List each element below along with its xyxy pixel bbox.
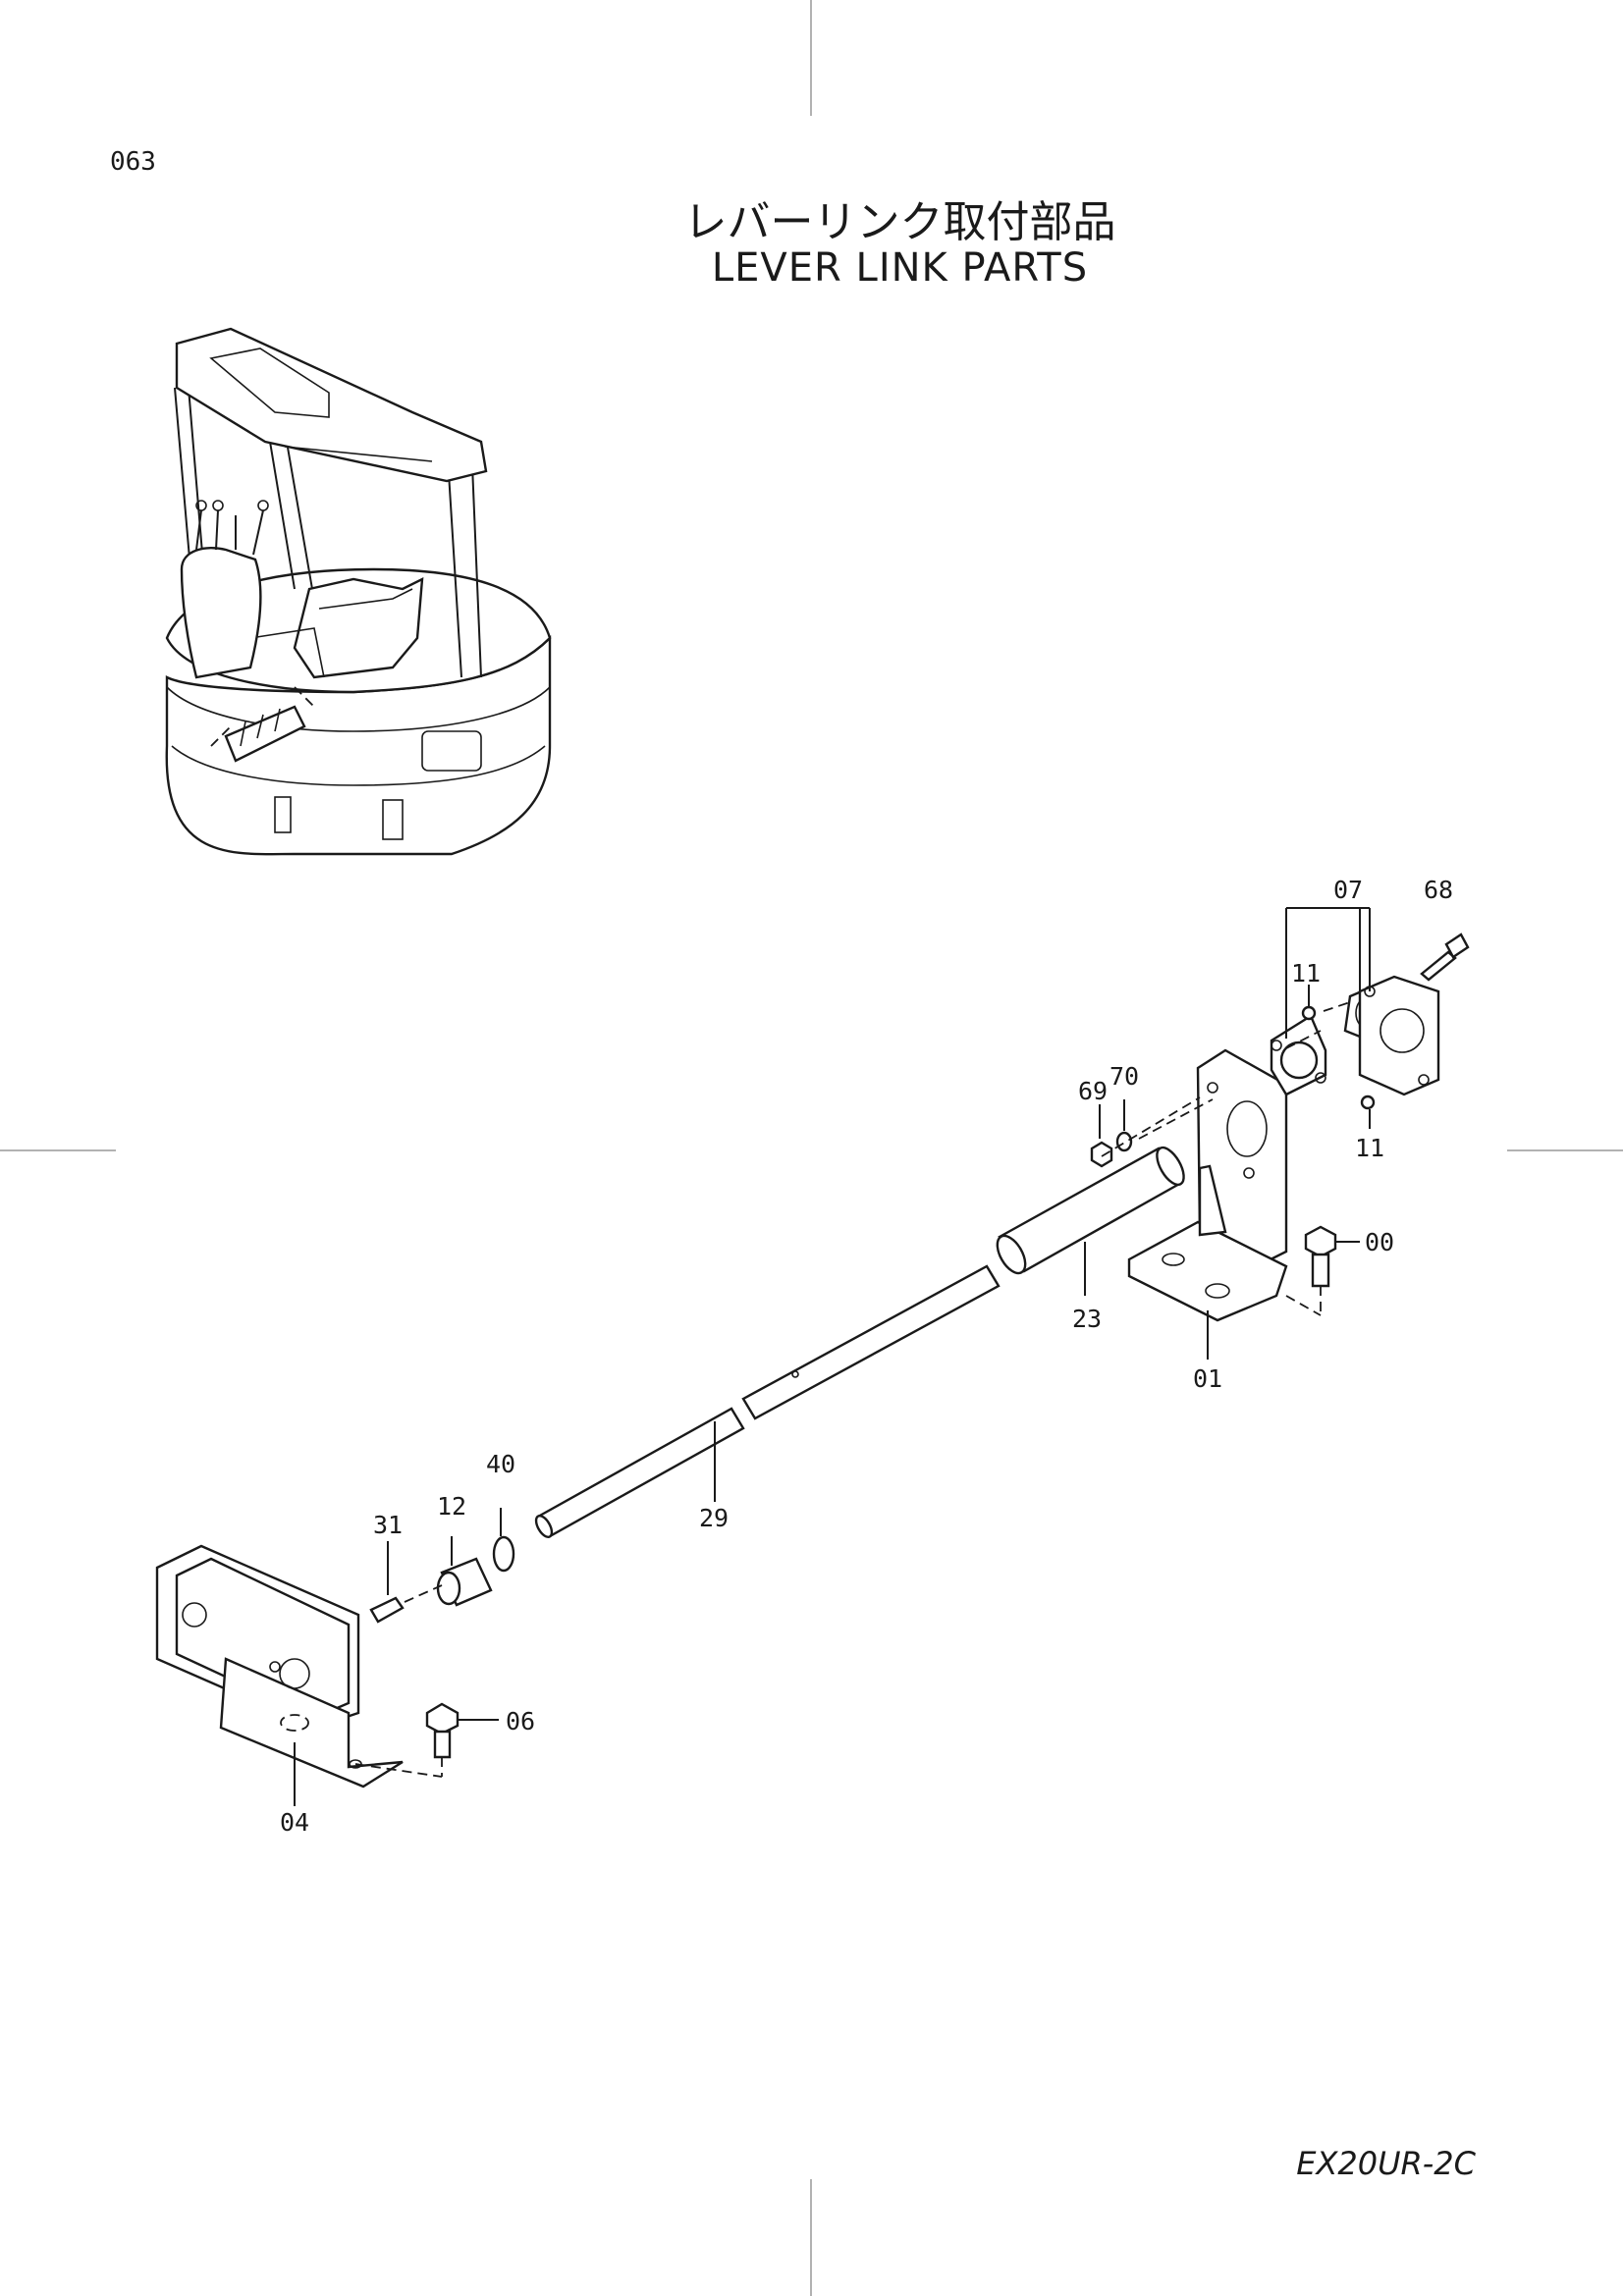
part-12-collar — [436, 1557, 493, 1607]
page-number: 063 — [110, 147, 156, 177]
callout-00: 00 — [1365, 1228, 1394, 1256]
part-04-lever-bracket — [155, 1544, 404, 1789]
part-07-bushing-assembly — [1270, 975, 1440, 1096]
callout-40: 40 — [486, 1450, 515, 1478]
part-06-bolt — [425, 1702, 460, 1759]
part-68-bolt — [1420, 933, 1470, 982]
callout-29: 29 — [699, 1504, 729, 1532]
part-01-bracket — [1127, 1048, 1288, 1322]
machine-locator-illustration — [165, 327, 552, 856]
part-31-pin — [369, 1596, 405, 1624]
callout-12: 12 — [437, 1492, 466, 1521]
callout-01: 01 — [1193, 1364, 1222, 1393]
part-11-washer-lower — [1360, 1095, 1376, 1110]
part-11-washer-upper — [1301, 1005, 1317, 1021]
callout-07: 07 — [1333, 876, 1363, 904]
callout-11-upper: 11 — [1291, 959, 1321, 988]
callout-69: 69 — [1078, 1077, 1108, 1105]
callout-labels: 07 68 11 69 70 11 00 23 01 40 12 29 31 0… — [280, 876, 1453, 1837]
callout-04: 04 — [280, 1808, 309, 1837]
callout-11-lower: 11 — [1355, 1134, 1384, 1162]
part-70-washer — [1115, 1131, 1133, 1152]
part-69-nut — [1090, 1141, 1113, 1168]
part-40-washer — [492, 1535, 515, 1573]
part-00-bolt — [1304, 1225, 1337, 1288]
part-23-tube — [996, 1146, 1185, 1275]
callout-23: 23 — [1072, 1305, 1102, 1333]
part-29-shaft — [534, 1264, 1001, 1539]
title-english: LEVER LINK PARTS — [711, 245, 1089, 291]
callout-68: 68 — [1424, 876, 1453, 904]
leader-lines — [294, 907, 1371, 1806]
title-japanese: レバーリンク取付部品 — [683, 197, 1116, 247]
model-code: EX20UR-2C — [1296, 2145, 1476, 2182]
callout-70: 70 — [1109, 1062, 1139, 1091]
callout-06: 06 — [506, 1707, 535, 1735]
callout-31: 31 — [373, 1511, 403, 1539]
